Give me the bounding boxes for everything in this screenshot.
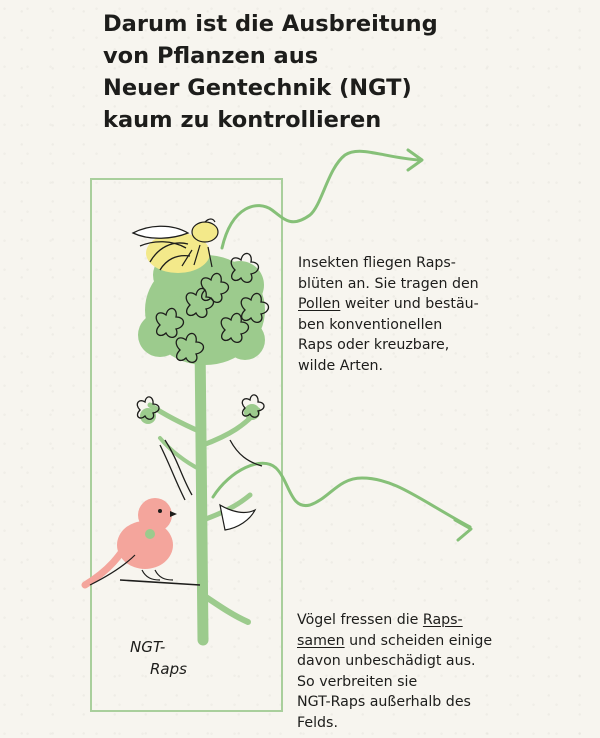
bird-caption-line-2-rest: und scheiden einige [344, 632, 493, 649]
plant-label-line-2: Raps [150, 660, 187, 678]
insect-caption-line-1: Insekten fliegen Raps- [298, 255, 456, 271]
pollen-link[interactable]: Pollen [298, 296, 341, 312]
insect-caption-line-5: Raps oder kreuzbare, [298, 337, 450, 353]
insect-caption-line-6: wilde Arten. [298, 357, 384, 374]
bird-icon [81, 498, 201, 589]
insect-caption-line-2: blüten an. Sie tragen den [298, 275, 479, 292]
field-frame [90, 178, 283, 712]
rapeseed-plant [136, 252, 270, 646]
insect-caption-line-3: Pollen weiter und bestäu- [298, 294, 479, 315]
page-title: Darum ist die Ausbreitung von Pflanzen a… [103, 8, 523, 136]
title-line-1: Darum ist die Ausbreitung [103, 11, 438, 37]
bird-caption: Vögel fressen die Raps- samen und scheid… [297, 610, 492, 733]
seed-path-arrow [211, 461, 473, 542]
insect-caption-line-3-rest: weiter und bestäu- [340, 296, 479, 312]
title-line-2: von Pflanzen aus [103, 43, 319, 69]
pollen-path-arrow [220, 148, 424, 250]
bird-caption-line-2: samen und scheiden einige [297, 631, 492, 652]
bird-caption-line-3: davon unbeschädigt aus. [297, 653, 476, 669]
bird-caption-line-4: So verbreiten sie [297, 673, 418, 690]
title-line-4: kaum zu kontrollieren [103, 107, 382, 133]
rapeseed-seeds-link-part-1[interactable]: Raps- [422, 612, 463, 628]
rapeseed-seeds-link-part-2[interactable]: samen [297, 632, 345, 649]
bee-icon [131, 218, 219, 273]
bird-caption-line-6: Felds. [297, 714, 338, 731]
bird-caption-line-1: Vögel fressen die Raps- [297, 610, 492, 631]
plant-label: NGT- Raps [130, 636, 187, 680]
title-line-3: Neuer Gentechnik (NGT) [103, 75, 412, 101]
bird-caption-line-5: NGT-Raps außerhalb des [297, 694, 471, 710]
insect-caption-line-4: ben konventionellen [298, 316, 443, 333]
plant-label-line-1: NGT- [130, 638, 166, 656]
insect-caption: Insekten fliegen Raps- blüten an. Sie tr… [298, 253, 479, 376]
bird-caption-line-1-pre: Vögel fressen die [297, 612, 423, 628]
